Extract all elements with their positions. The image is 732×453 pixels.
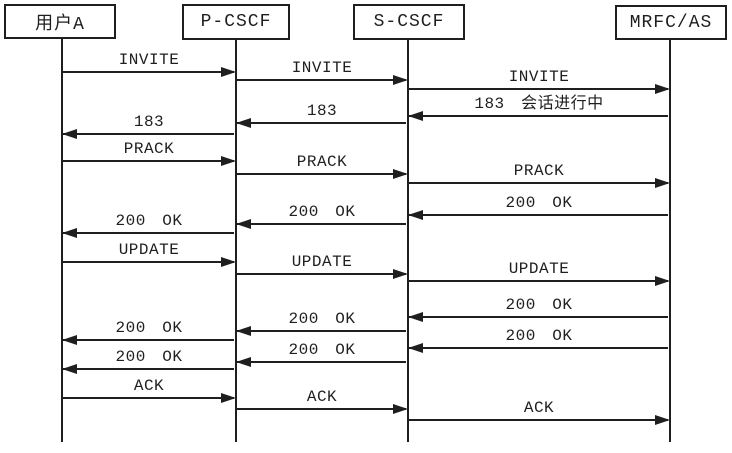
arrowhead-icon [393,75,408,85]
message-label: 200 OK [115,319,183,337]
arrowhead-icon [655,84,670,94]
message-label: ACK [306,388,338,406]
message-line [408,347,668,349]
message-line [236,361,406,363]
message-line [236,173,406,175]
message-line [62,339,234,341]
message-line [408,419,668,421]
arrowhead-icon [62,335,77,345]
message-line [236,330,406,332]
lifeline-scscf [407,39,409,442]
arrowhead-icon [221,67,236,77]
message-line [62,368,234,370]
message-label: ACK [133,377,165,395]
arrowhead-icon [62,364,77,374]
message-line [62,261,234,263]
message-line [408,214,668,216]
message-line [236,223,406,225]
arrowhead-icon [62,129,77,139]
message-label: 183 会话进行中 [474,95,604,113]
actor-label: 用户A [35,14,85,35]
message-label: 200 OK [288,203,356,221]
message-line [62,232,234,234]
message-label: 183 [133,113,165,131]
message-label: PRACK [296,153,348,171]
message-line [408,280,668,282]
message-label: PRACK [123,140,175,158]
message-label: INVITE [118,51,180,69]
message-line [236,79,406,81]
message-label: ACK [523,399,555,417]
message-line [62,397,234,399]
message-label: 200 OK [288,341,356,359]
message-line [62,71,234,73]
message-label: 200 OK [115,212,183,230]
actor-box-scscf: S-CSCF [353,4,465,40]
message-label: 200 OK [505,327,573,345]
arrowhead-icon [221,393,236,403]
actor-box-mrfc: MRFC/AS [615,5,727,40]
message-line [408,182,668,184]
actor-label: S-CSCF [373,12,445,32]
arrowhead-icon [408,210,423,220]
actor-box-userA: 用户A [4,4,116,39]
message-line [236,122,406,124]
arrowhead-icon [221,257,236,267]
message-label: PRACK [513,162,565,180]
arrowhead-icon [393,404,408,414]
actor-box-pcscf: P-CSCF [182,4,290,40]
message-line [408,115,668,117]
message-line [408,88,668,90]
arrowhead-icon [236,357,251,367]
message-line [62,160,234,162]
message-line [62,133,234,135]
arrowhead-icon [408,111,423,121]
actor-label: MRFC/AS [629,12,713,33]
message-label: INVITE [508,68,570,86]
arrowhead-icon [62,228,77,238]
lifeline-mrfc [669,39,671,442]
message-label: 200 OK [505,296,573,314]
arrowhead-icon [655,415,670,425]
message-label: 200 OK [115,348,183,366]
message-label: INVITE [291,59,353,77]
message-line [236,408,406,410]
arrowhead-icon [236,219,251,229]
message-label: 200 OK [288,310,356,328]
actor-label: P-CSCF [200,12,272,32]
arrowhead-icon [236,326,251,336]
lifeline-userA [61,39,63,442]
message-line [408,316,668,318]
arrowhead-icon [408,343,423,353]
arrowhead-icon [236,118,251,128]
message-label: 183 [306,102,338,120]
message-label: UPDATE [291,253,353,271]
arrowhead-icon [408,312,423,322]
arrowhead-icon [393,269,408,279]
arrowhead-icon [655,178,670,188]
message-label: UPDATE [508,260,570,278]
message-label: 200 OK [505,194,573,212]
message-line [236,273,406,275]
arrowhead-icon [393,169,408,179]
message-label: UPDATE [118,241,180,259]
lifeline-pcscf [235,39,237,442]
arrowhead-icon [221,156,236,166]
arrowhead-icon [655,276,670,286]
